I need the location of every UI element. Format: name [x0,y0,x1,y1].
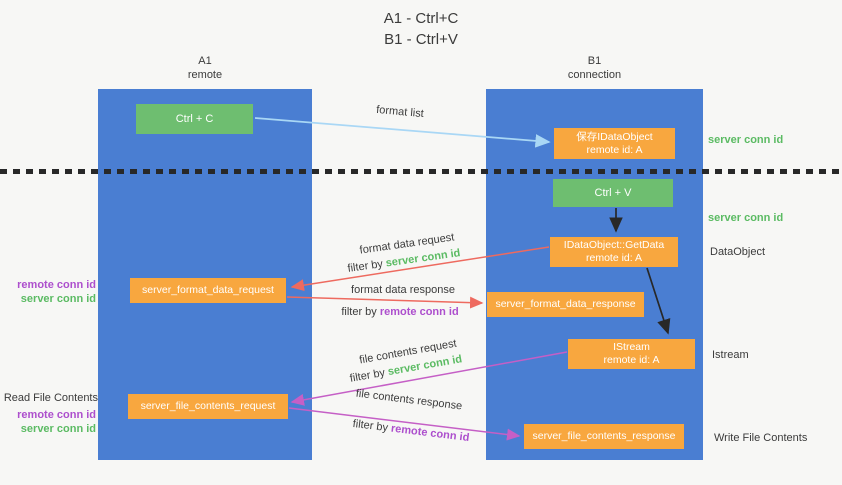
file-contents-response-label: file contents response [355,387,463,413]
lane-a1-name: A1 [198,55,212,67]
istream-node: IStream remote id: A [568,339,695,369]
istream-annotation: Istream [712,349,749,361]
title-line-1: A1 - Ctrl+C [383,10,459,27]
server-file-contents-response-node: server_file_contents_response [524,424,684,449]
filter-by-text: filter by [348,366,389,385]
server-format-data-request-label: server_format_data_request [142,284,274,296]
save-idataobject-line2: remote id: A [586,143,643,156]
filter-by-text: filter by [352,417,392,435]
filter-by-text: filter by [346,257,387,275]
read-file-contents-annotation: Read File Contents [3,392,98,404]
remote-conn-id-text: remote conn id [379,306,459,318]
lane-b1-subtitle: connection [567,69,622,81]
getdata-node: IDataObject::GetData remote id: A [550,237,678,267]
server-conn-id-annotation-left-1: server conn id [20,293,96,305]
server-file-contents-request-label: server_file_contents_request [140,400,276,412]
lane-header-a1: A1 remote [98,54,312,82]
save-idataobject-line1: 保存IDataObject [576,130,653,143]
remote-conn-id-text: remote conn id [390,422,470,445]
server-format-data-response-label: server_format_data_response [495,298,636,310]
ctrl-v-node: Ctrl + V [553,179,673,207]
server-format-data-request-node: server_format_data_request [130,278,286,303]
server-conn-id-annotation-top: server conn id [708,134,784,146]
left-conn-id-group-top: remote conn id server conn id [17,278,96,306]
istream-line2: remote id: A [603,354,660,366]
lane-b1-name: B1 [587,55,602,67]
left-conn-id-group-bottom: remote conn id server conn id [17,408,96,436]
getdata-line2: remote id: A [585,252,643,264]
server-format-data-response-node: server_format_data_response [487,292,644,317]
write-file-contents-annotation: Write File Contents [714,432,808,444]
server-conn-id-annotation-mid: server conn id [708,212,784,224]
server-file-contents-request-node: server_file_contents_request [128,394,288,419]
server-conn-id-annotation-left-2: server conn id [20,423,96,435]
filter-by-remote-conn-id-label-2: filter by remote conn id [352,418,470,444]
lane-a1-subtitle: remote [187,69,223,81]
istream-line1: IStream [613,341,650,353]
lane-header-b1: B1 connection [486,54,703,82]
remote-conn-id-annotation-2: remote conn id [17,409,96,421]
ctrl-c-label: Ctrl + C [175,112,214,125]
server-file-contents-response-label: server_file_contents_response [532,430,676,442]
remote-conn-id-annotation-1: remote conn id [17,279,96,291]
ctrl-v-label: Ctrl + V [594,186,632,199]
ctrl-c-node: Ctrl + C [136,104,253,134]
filter-by-text: filter by [341,306,380,318]
diagram-title: A1 - Ctrl+C B1 - Ctrl+V [0,8,842,50]
title-line-2: B1 - Ctrl+V [384,31,458,48]
format-list-label: format list [375,103,425,121]
format-data-response-label: format data response [351,284,455,296]
dotted-divider-line [0,169,842,174]
save-idataobject-node: 保存IDataObject remote id: A [554,128,675,159]
dataobject-annotation: DataObject [710,246,766,258]
getdata-line1: IDataObject::GetData [563,239,665,251]
format-data-response-arrow [286,296,484,309]
filter-by-remote-conn-id-label-1: filter by remote conn id [341,306,458,318]
